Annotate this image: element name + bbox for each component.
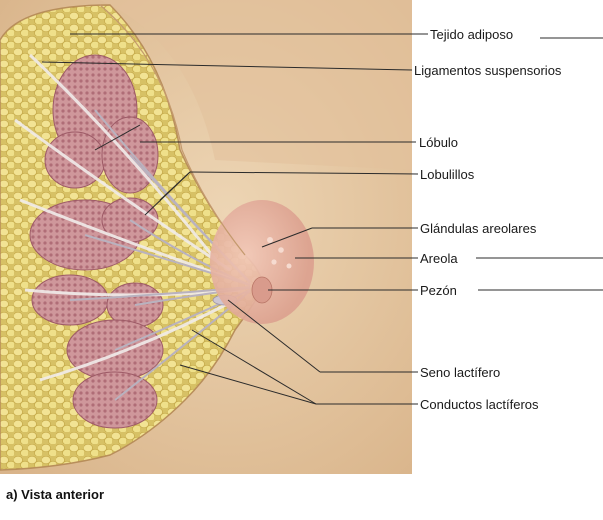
figure-caption: a) Vista anterior <box>6 487 104 502</box>
label-seno-lactifero: Seno lactífero <box>420 365 500 380</box>
areola <box>210 200 314 324</box>
label-conductos-lactiferos: Conductos lactíferos <box>420 397 539 412</box>
label-areola: Areola <box>420 251 458 266</box>
label-pezon: Pezón <box>420 283 457 298</box>
label-tejido-adiposo: Tejido adiposo <box>430 27 513 42</box>
label-lobulo: Lóbulo <box>419 135 458 150</box>
label-ligamentos-suspensorios: Ligamentos suspensorios <box>414 63 561 78</box>
label-lobulillos: Lobulillos <box>420 167 474 182</box>
label-glandulas-areolares: Glándulas areolares <box>420 221 536 236</box>
